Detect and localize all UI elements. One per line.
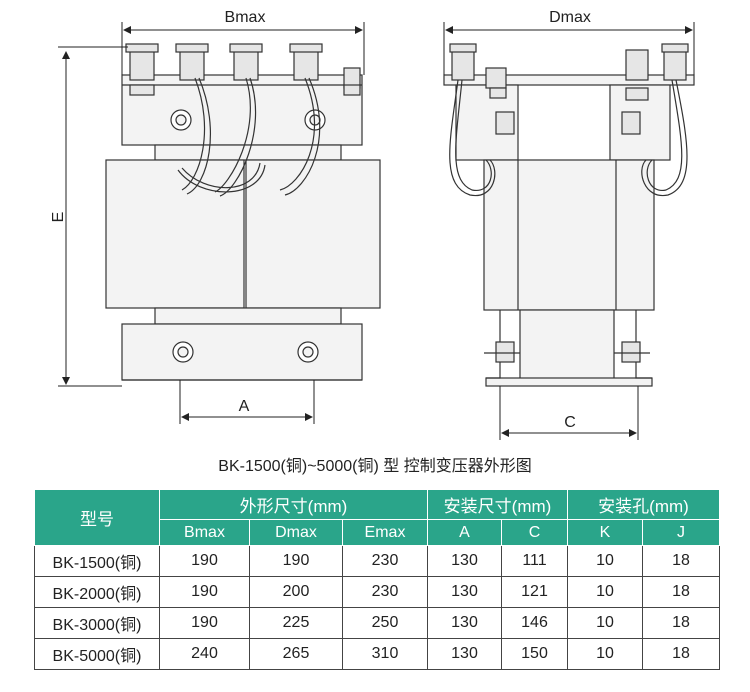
table-cell: 18 xyxy=(642,576,720,608)
table-cell: 190 xyxy=(159,545,250,577)
table-cell: BK-2000(铜) xyxy=(34,576,160,608)
dimension-spec-table: 型号 外形尺寸(mm) 安装尺寸(mm) 安装孔(mm) Bmax Dmax E… xyxy=(34,489,720,670)
table-cell: 250 xyxy=(342,607,428,639)
table-row: BK-2000(铜) 190 200 230 130 121 10 18 xyxy=(34,576,720,608)
table-cell: 10 xyxy=(567,545,643,577)
front-view xyxy=(105,43,381,381)
transformer-outline-drawing: Bmax E A xyxy=(50,9,695,440)
table-cell: 10 xyxy=(567,607,643,639)
table-cell: 310 xyxy=(342,638,428,670)
table-cell: 225 xyxy=(249,607,343,639)
table-cell: 130 xyxy=(427,545,502,577)
drawing-caption: BK-1500(铜)~5000(铜) 型 控制变压器外形图 xyxy=(218,458,532,475)
table-cell: 10 xyxy=(567,638,643,670)
column-header: A xyxy=(427,519,502,546)
table-row: BK-1500(铜) 190 190 230 130 111 10 18 xyxy=(34,545,720,577)
table-cell: 265 xyxy=(249,638,343,670)
front-dimension-lines xyxy=(58,22,365,424)
table-group-header-row: 型号 外形尺寸(mm) 安装尺寸(mm) 安装孔(mm) xyxy=(34,489,720,546)
table-cell: 150 xyxy=(501,638,568,670)
table-cell: 18 xyxy=(642,607,720,639)
table-cell: 230 xyxy=(342,576,428,608)
table-cell: 200 xyxy=(249,576,343,608)
group-header-outline: 外形尺寸(mm) xyxy=(159,489,428,520)
table-cell: 18 xyxy=(642,545,720,577)
column-header: Dmax xyxy=(249,519,343,546)
e-label: E xyxy=(50,212,67,223)
column-header: J xyxy=(642,519,720,546)
dmax-label: Dmax xyxy=(549,9,591,26)
bmax-label: Bmax xyxy=(225,9,266,26)
table-cell: 111 xyxy=(501,545,568,577)
c-label: C xyxy=(564,414,576,431)
table-cell: 121 xyxy=(501,576,568,608)
table-cell: 190 xyxy=(249,545,343,577)
column-header: K xyxy=(567,519,643,546)
column-header: Bmax xyxy=(159,519,250,546)
table-cell: 18 xyxy=(642,638,720,670)
table-row: BK-3000(铜) 190 225 250 130 146 10 18 xyxy=(34,607,720,639)
table-row: BK-5000(铜) 240 265 310 130 150 10 18 xyxy=(34,638,720,670)
column-header: C xyxy=(501,519,568,546)
model-header: 型号 xyxy=(34,489,160,546)
table-cell: BK-3000(铜) xyxy=(34,607,160,639)
group-header-holes: 安装孔(mm) xyxy=(567,489,720,520)
table-cell: 146 xyxy=(501,607,568,639)
table-cell: 230 xyxy=(342,545,428,577)
table-cell: BK-5000(铜) xyxy=(34,638,160,670)
group-header-mounting: 安装尺寸(mm) xyxy=(427,489,568,520)
table-cell: 130 xyxy=(427,607,502,639)
table-column-header-row: Bmax Dmax Emax A C K J xyxy=(35,519,720,546)
side-view xyxy=(443,43,695,387)
a-label: A xyxy=(239,398,250,415)
table-cell: 130 xyxy=(427,576,502,608)
table-cell: 240 xyxy=(159,638,250,670)
side-dimension-lines xyxy=(443,22,695,440)
column-header: Emax xyxy=(342,519,428,546)
table-cell: 10 xyxy=(567,576,643,608)
table-cell: 190 xyxy=(159,607,250,639)
table-cell: BK-1500(铜) xyxy=(34,545,160,577)
table-cell: 190 xyxy=(159,576,250,608)
table-cell: 130 xyxy=(427,638,502,670)
